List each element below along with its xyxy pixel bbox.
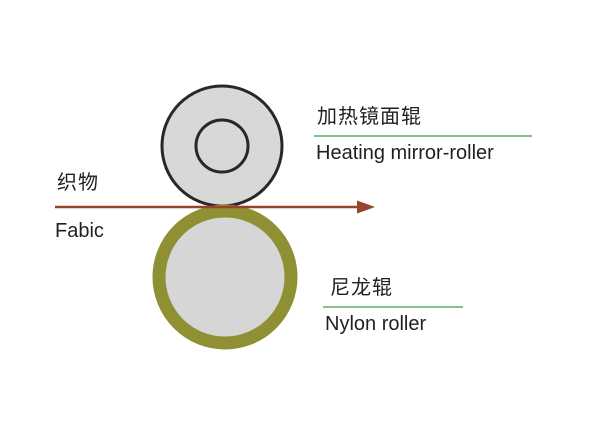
fabric-label-cn: 织物: [57, 172, 99, 194]
fabric-label-en: Fabic: [55, 220, 104, 242]
nylon-roller-label-en: Nylon roller: [325, 313, 427, 335]
heating-roller-label-cn: 加热镜面辊: [317, 106, 422, 128]
nylon-label-underline: [323, 306, 463, 308]
heating-label-underline: [314, 135, 532, 137]
heating-mirror-roller-core-circle: [194, 118, 250, 174]
nylon-roller-circle: [152, 204, 298, 350]
fabric-arrowhead-icon: [357, 200, 375, 214]
nylon-roller-label-cn: 尼龙辊: [330, 277, 393, 299]
heating-roller-label-en: Heating mirror-roller: [316, 142, 494, 164]
